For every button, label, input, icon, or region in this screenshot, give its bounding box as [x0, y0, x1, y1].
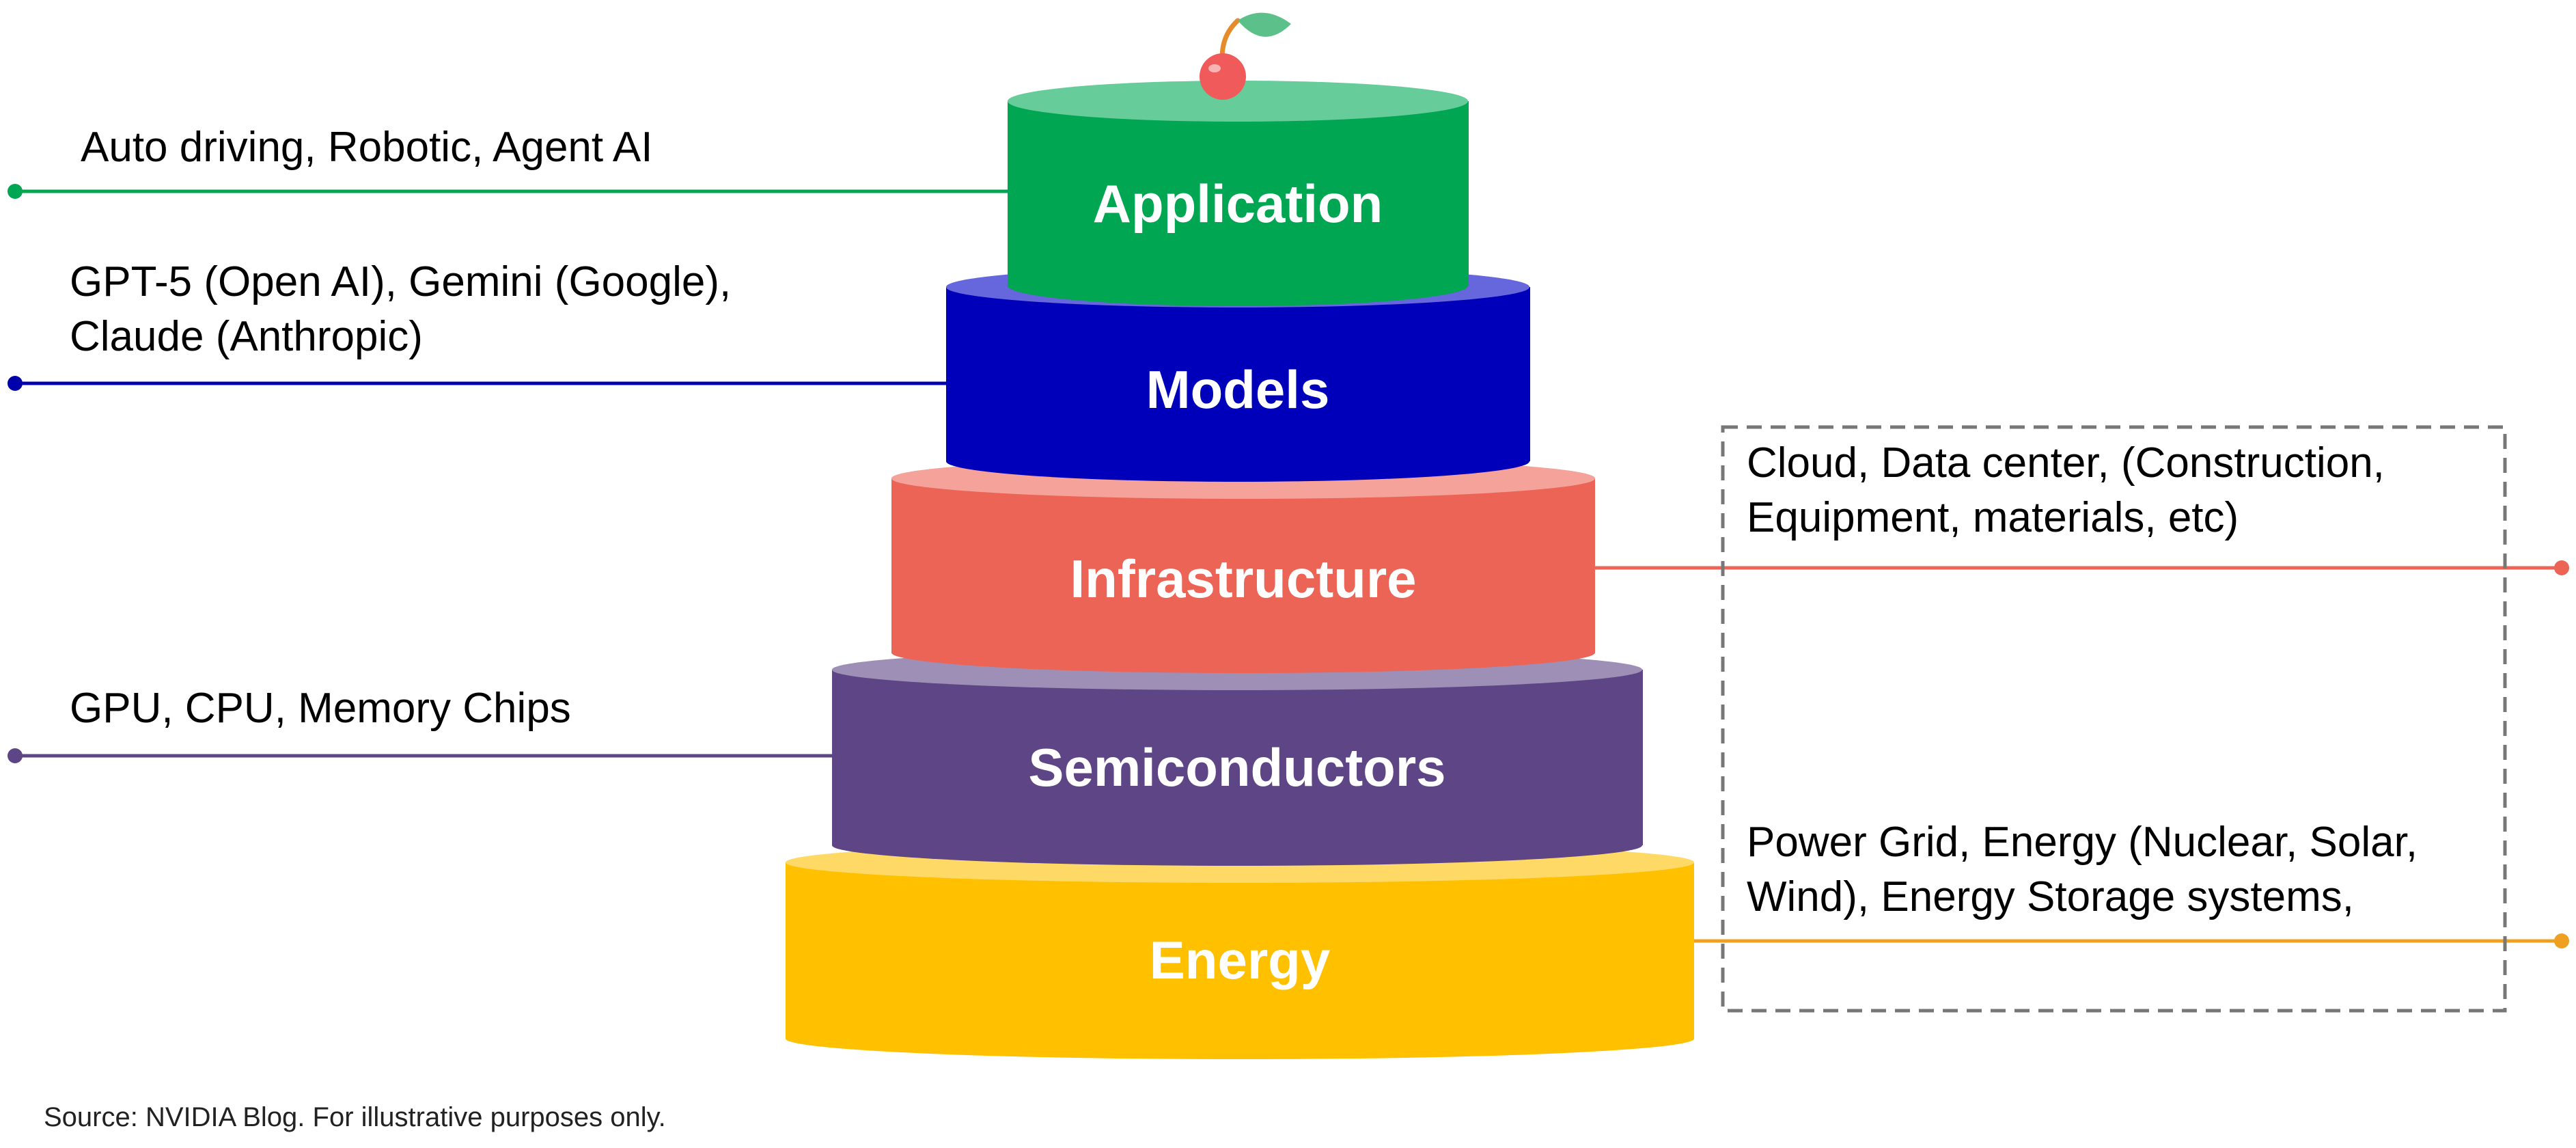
tier-label-application: Application	[1093, 174, 1383, 234]
semiconductors-dot	[8, 748, 23, 763]
cherry-icon	[1200, 12, 1291, 100]
tier-label-infrastructure: Infrastructure	[1070, 549, 1416, 609]
models-dot	[8, 376, 23, 391]
application-description: Auto driving, Robotic, Agent AI	[81, 124, 653, 171]
tier-application	[1008, 81, 1469, 306]
models-description-line-1: GPT-5 (Open AI), Gemini (Google),	[70, 258, 731, 305]
semiconductors-description: GPU, CPU, Memory Chips	[70, 685, 571, 732]
application-dot	[8, 184, 23, 199]
energy-description-line-1: Power Grid, Energy (Nuclear, Solar,	[1747, 819, 2418, 866]
infrastructure-dot	[2554, 560, 2569, 575]
tier-label-semiconductors: Semiconductors	[1028, 737, 1445, 797]
energy-dot	[2554, 933, 2569, 948]
infrastructure-description-line-2: Equipment, materials, etc)	[1747, 494, 2239, 541]
tier-label-energy: Energy	[1150, 930, 1330, 990]
models-description-line-2: Claude (Anthropic)	[70, 313, 423, 360]
energy-description-line-2: Wind), Energy Storage systems,	[1747, 873, 2354, 920]
source-note: Source: NVIDIA Blog. For illustrative pu…	[44, 1102, 666, 1132]
tier-energy	[786, 842, 1694, 1059]
grouping-dashed-box	[1721, 425, 2507, 1013]
infrastructure-description-line-1: Cloud, Data center, (Construction,	[1747, 439, 2385, 487]
tier-label-models: Models	[1146, 359, 1330, 420]
connector-lines	[8, 184, 2569, 948]
